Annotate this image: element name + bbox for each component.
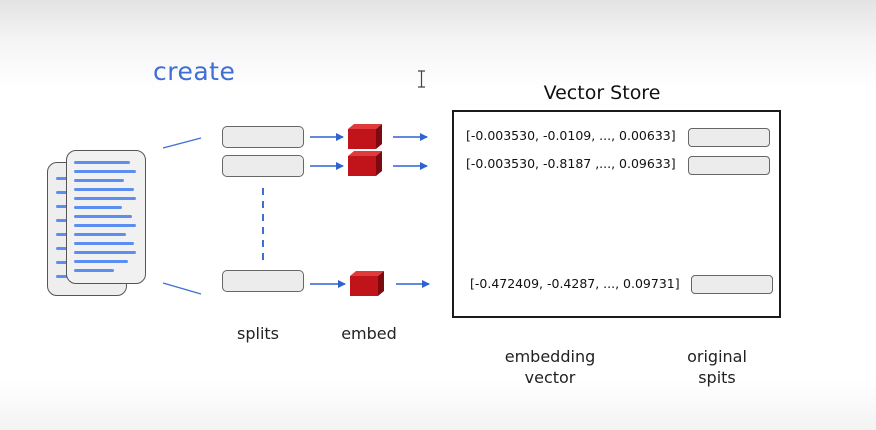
label-embedding-vector: embedding vector (504, 347, 596, 387)
embedding-cube-icon-1 (348, 124, 382, 149)
vector-row-3: [-0.472409, -0.4287, ..., 0.09731] (470, 276, 680, 291)
label-original-splits: original spits (687, 347, 747, 387)
split-box-2 (222, 155, 304, 177)
embedding-cube-icon-2 (348, 151, 382, 176)
diagram-title: create (153, 57, 236, 86)
vector-row-2: [-0.003530, -0.8187 ,..., 0.09633] (466, 156, 676, 171)
label-embed: embed (341, 324, 397, 343)
vector-store-title: Vector Store (543, 82, 661, 104)
doc-connector-top (162, 137, 202, 149)
label-splits: splits (237, 324, 279, 343)
original-split-box-1 (688, 128, 770, 147)
vector-row-1: [-0.003530, -0.0109, ..., 0.00633] (466, 128, 676, 143)
embedding-cube-icon-3 (350, 271, 384, 296)
original-split-box-2 (688, 156, 770, 175)
doc-connector-bottom (162, 282, 202, 295)
split-box-3 (222, 270, 304, 292)
text-cursor-icon (418, 70, 425, 88)
original-split-box-3 (691, 275, 773, 294)
split-box-1 (222, 126, 304, 148)
document-icon-front (66, 150, 146, 284)
